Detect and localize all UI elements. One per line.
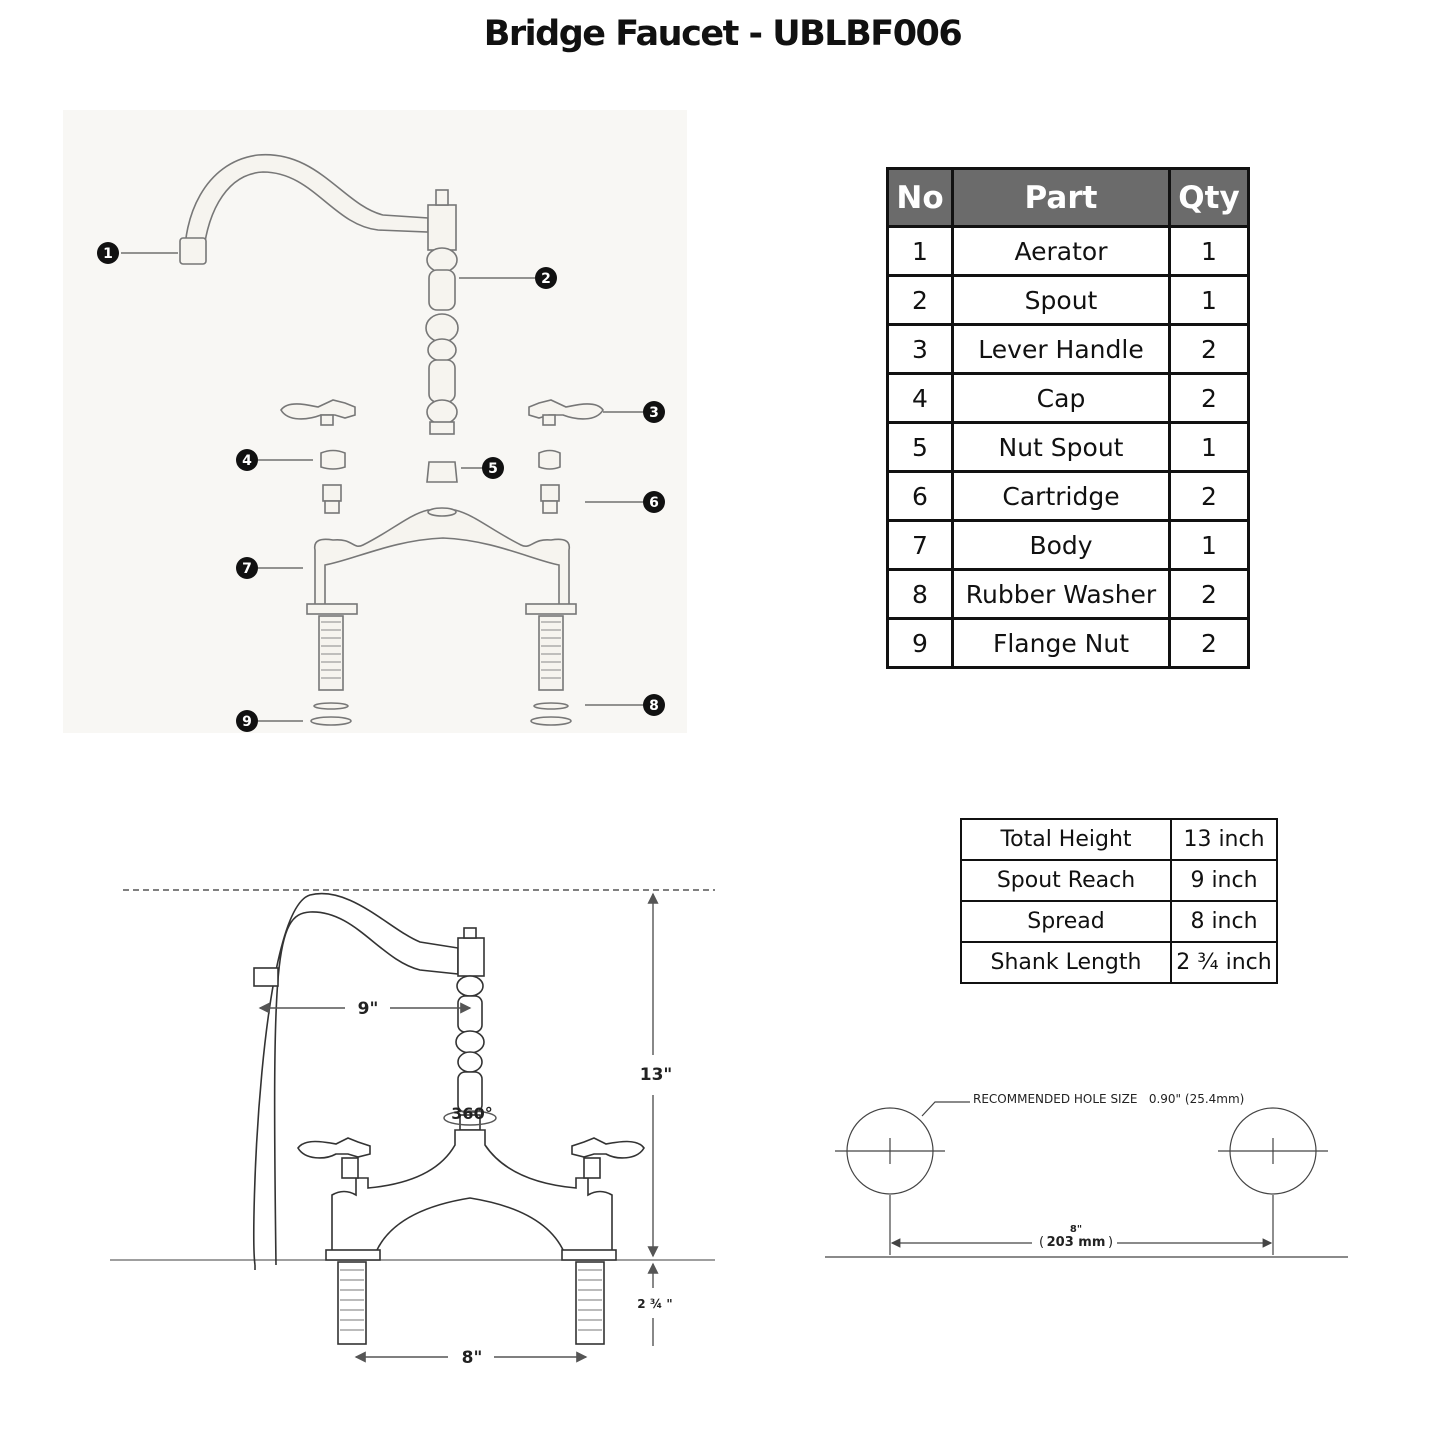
cell-no: 1 — [886, 225, 954, 277]
page-title: Bridge Faucet - UBLBF006 — [483, 14, 963, 54]
right-rubber-washer — [533, 702, 569, 710]
spec-value: 8 inch — [1170, 900, 1278, 943]
callout-3: 3 — [649, 405, 659, 421]
cell-part: Cartridge — [951, 470, 1171, 522]
right-cartridge — [540, 484, 560, 502]
cell-part: Rubber Washer — [951, 568, 1171, 620]
cell-qty: 1 — [1168, 225, 1250, 277]
cell-no: 6 — [886, 470, 954, 522]
cell-no: 3 — [886, 323, 954, 375]
cell-no: 5 — [886, 421, 954, 473]
bracket-open: ( — [1039, 1235, 1044, 1250]
cell-part: Flange Nut — [951, 617, 1171, 669]
right-cap — [538, 449, 561, 470]
right-shank — [538, 615, 564, 691]
hole-layout-diagram: RECOMMENDED HOLE SIZE 0.90" (25.4mm) 8" … — [825, 1092, 1348, 1258]
hole-size-note: RECOMMENDED HOLE SIZE 0.90" (25.4mm) — [973, 1092, 1244, 1106]
cell-qty: 1 — [1168, 274, 1250, 326]
cell-qty: 2 — [1168, 470, 1250, 522]
cell-no: 9 — [886, 617, 954, 669]
height-label: 13" — [640, 1065, 673, 1085]
hole-spacing-inch: 8" — [1070, 1224, 1082, 1235]
reach-label: 9" — [358, 999, 379, 1019]
cell-part: Cap — [951, 372, 1171, 424]
callout-1: 1 — [103, 246, 113, 262]
parts-table-header: No Part Qty — [886, 167, 1250, 228]
cell-no: 8 — [886, 568, 954, 620]
callout-6: 6 — [649, 495, 659, 511]
callout-4: 4 — [242, 453, 252, 469]
spec-label: Shank Length — [960, 941, 1172, 984]
cell-qty: 1 — [1168, 421, 1250, 473]
aerator-part — [179, 237, 207, 265]
spec-value: 13 inch — [1170, 818, 1278, 861]
left-lever-handle — [280, 399, 356, 420]
nut-spout-part — [426, 461, 458, 483]
spec-value: 9 inch — [1170, 859, 1278, 902]
header-no: No — [886, 167, 954, 228]
faucet-body — [313, 509, 571, 606]
callout-9: 9 — [242, 714, 252, 730]
spec-label: Spout Reach — [960, 859, 1172, 902]
right-flange-nut — [530, 716, 572, 726]
rotation-label: 360° — [451, 1104, 492, 1123]
callout-2: 2 — [541, 271, 551, 287]
left-flange-nut — [310, 716, 352, 726]
spout-arm — [184, 154, 429, 261]
cell-part: Aerator — [951, 225, 1171, 277]
header-qty: Qty — [1168, 167, 1250, 228]
exploded-parts-diagram: 1 2 3 4 5 6 7 8 9 — [63, 110, 687, 733]
callout-markers: 1 2 3 4 5 6 7 8 9 — [97, 242, 665, 732]
cell-part: Nut Spout — [951, 421, 1171, 473]
cell-qty: 2 — [1168, 617, 1250, 669]
dimension-drawing: 9" 13" 360° 2 ¾ " 8" — [110, 889, 715, 1368]
shank-label: 2 ¾ " — [637, 1297, 672, 1311]
cell-part: Body — [951, 519, 1171, 571]
callout-5: 5 — [488, 461, 498, 477]
callout-8: 8 — [649, 698, 659, 714]
cell-qty: 2 — [1168, 323, 1250, 375]
spread-label: 8" — [462, 1348, 483, 1368]
hole-spacing-mm: 203 mm — [1047, 1235, 1106, 1250]
left-rubber-washer — [313, 702, 349, 710]
left-cap — [320, 449, 346, 470]
cell-no: 4 — [886, 372, 954, 424]
callout-7: 7 — [242, 561, 252, 577]
left-cartridge — [322, 484, 342, 502]
cell-part: Spout — [951, 274, 1171, 326]
cell-no: 2 — [886, 274, 954, 326]
bracket-close: ) — [1108, 1235, 1113, 1250]
cell-part: Lever Handle — [951, 323, 1171, 375]
spec-label: Spread — [960, 900, 1172, 943]
header-part: Part — [951, 167, 1171, 228]
spec-label: Total Height — [960, 818, 1172, 861]
cell-qty: 2 — [1168, 372, 1250, 424]
cell-no: 7 — [886, 519, 954, 571]
left-shank — [318, 615, 344, 691]
cell-qty: 1 — [1168, 519, 1250, 571]
cell-qty: 2 — [1168, 568, 1250, 620]
spec-value: 2 ¾ inch — [1170, 941, 1278, 984]
right-lever-handle — [528, 399, 604, 420]
